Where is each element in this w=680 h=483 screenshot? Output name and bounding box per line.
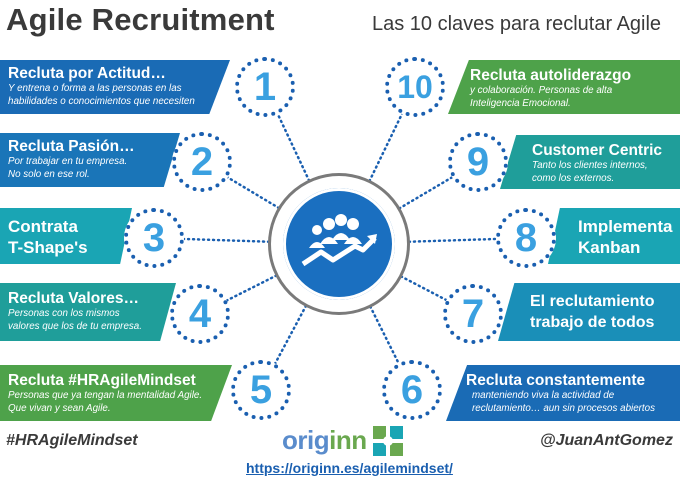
key-number-1: 1 xyxy=(253,64,277,109)
key-desc-1a: Y entrena o forma a las personas en las xyxy=(8,83,182,94)
key-node-10: 10 xyxy=(385,57,445,117)
key-title-3: Contrata xyxy=(8,217,78,236)
key-band-8: Implementa Kanban xyxy=(548,208,680,264)
key-title-4: Recluta Valores… xyxy=(8,290,139,307)
page-title: Agile Recruitment xyxy=(6,2,275,37)
key-node-2: 2 xyxy=(172,132,232,192)
key-desc-4b: valores que los de tu empresa. xyxy=(8,320,142,332)
key-number-9: 9 xyxy=(466,139,490,184)
key-number-4: 4 xyxy=(188,291,212,336)
key-number-2: 2 xyxy=(190,139,214,184)
key-node-8: 8 xyxy=(496,208,556,268)
central-hub xyxy=(268,173,410,315)
key-band-1: Recluta por Actitud… Y entrena o forma a… xyxy=(0,60,230,114)
key-number-3: 3 xyxy=(142,215,166,260)
key-band-7: El reclutamiento trabajo de todos xyxy=(498,283,680,341)
key-desc-9a: Tanto los clientes internos, xyxy=(532,160,648,171)
brand-logo: originn xyxy=(282,425,403,456)
key-title-2: Recluta Pasión… xyxy=(8,138,135,155)
key-node-7: 7 xyxy=(443,284,503,344)
key-number-10: 10 xyxy=(397,68,433,105)
key-title-7b: trabajo de todos xyxy=(530,314,655,331)
key-desc-5b: Que vivan y sean Agile. xyxy=(8,402,111,414)
key-title-5: Recluta #HRAgileMindset xyxy=(8,372,196,389)
key-node-3: 3 xyxy=(124,208,184,268)
author-handle: @JuanAntGomez xyxy=(540,432,673,449)
originn-logo-icon xyxy=(372,425,403,456)
logo-text-b: inn xyxy=(329,425,367,455)
key-number-7: 7 xyxy=(461,291,485,336)
key-band-5: Recluta #HRAgileMindset Personas que ya … xyxy=(0,365,232,421)
key-band-9: Customer Centric Tanto los clientes inte… xyxy=(500,135,680,189)
key-desc-1b: habilidades o conocimientos que necesite… xyxy=(8,95,195,107)
key-title-8b: Kanban xyxy=(578,238,641,257)
key-desc-10a: y colaboración. Personas de alta xyxy=(470,85,613,96)
key-desc-2b: No solo en ese rol. xyxy=(8,168,90,180)
key-band-4: Recluta Valores… Personas con los mismos… xyxy=(0,283,176,341)
team-growth-arrow-icon xyxy=(301,214,377,267)
hashtag-label: #HRAgileMindset xyxy=(6,432,138,449)
key-title-3b: T-Shape's xyxy=(8,238,88,257)
key-band-10: Recluta autoliderazgo y colaboración. Pe… xyxy=(448,60,680,114)
key-number-8: 8 xyxy=(514,215,538,260)
key-band-2: Recluta Pasión… Por trabajar en tu empre… xyxy=(0,133,180,187)
key-desc-5a: Personas que ya tengan la mentalidad Agi… xyxy=(8,390,203,401)
key-title-1: Recluta por Actitud… xyxy=(8,65,166,82)
key-desc-2a: Por trabajar en tu empresa. xyxy=(8,156,128,167)
logo-text-a: orig xyxy=(282,425,330,455)
key-desc-6b: reclutamiento… aun sin procesos abiertos xyxy=(472,402,655,414)
campaign-link[interactable]: https://originn.es/agilemindset/ xyxy=(246,460,453,476)
key-title-6: Recluta constantemente xyxy=(466,372,646,389)
key-node-4: 4 xyxy=(170,284,230,344)
key-title-10: Recluta autoliderazgo xyxy=(470,67,632,84)
key-title-7: El reclutamiento xyxy=(530,293,655,310)
key-desc-10b: Inteligencia Emocional. xyxy=(470,97,571,109)
key-number-5: 5 xyxy=(249,367,273,412)
key-desc-9b: como los externos. xyxy=(532,172,615,184)
key-desc-4a: Personas con los mismos xyxy=(8,308,120,319)
key-title-8: Implementa xyxy=(578,217,673,236)
key-node-5: 5 xyxy=(231,360,291,420)
key-band-6: Recluta constantemente manteniendo viva … xyxy=(446,365,680,421)
key-desc-6a: manteniendo viva la actividad de xyxy=(472,390,615,401)
key-title-9: Customer Centric xyxy=(532,142,663,159)
key-band-3: Contrata T-Shape's xyxy=(0,208,132,264)
logo-wordmark: originn xyxy=(282,425,367,456)
key-node-6: 6 xyxy=(382,360,442,420)
key-node-9: 9 xyxy=(448,132,508,192)
page-subtitle: Las 10 claves para reclutar Agile xyxy=(372,13,662,35)
key-node-1: 1 xyxy=(235,57,295,117)
key-number-6: 6 xyxy=(400,367,424,412)
